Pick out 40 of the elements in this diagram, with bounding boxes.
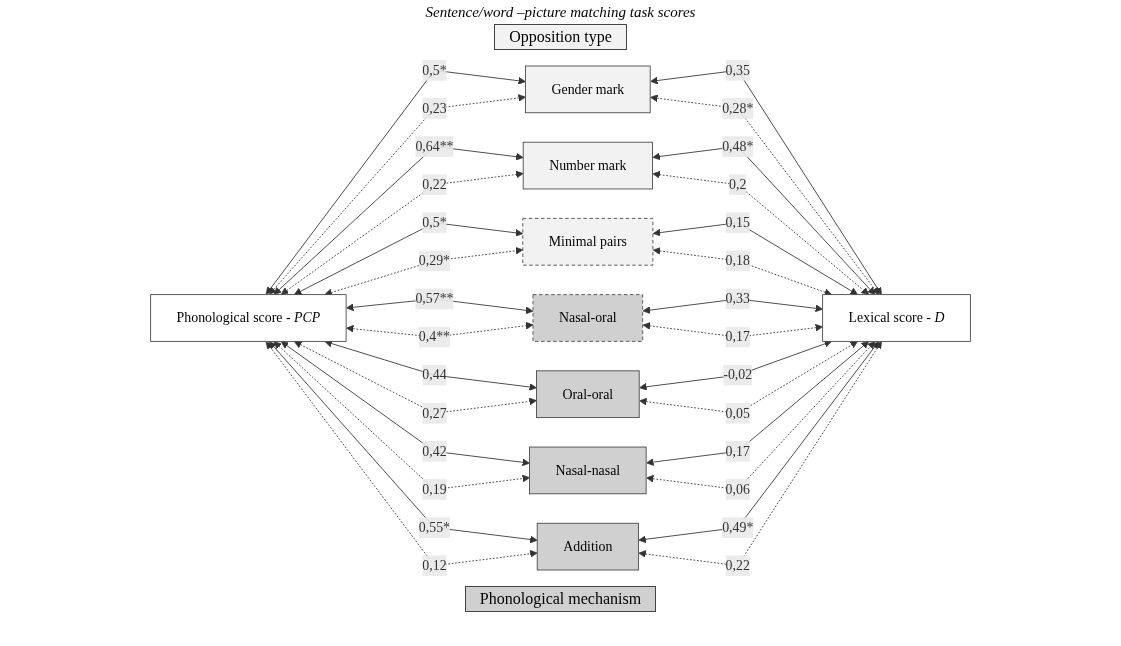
- edge-label: 0,17: [725, 443, 750, 459]
- edge-label: 0,64**: [415, 138, 454, 154]
- node-box: Minimal pairs: [522, 217, 654, 266]
- edge-label: 0,05: [725, 405, 750, 421]
- edge-label: 0,42: [422, 443, 447, 459]
- edge-label: 0,5*: [422, 62, 447, 78]
- edge-label: 0,06: [725, 481, 750, 497]
- edge-label: 0,48*: [722, 138, 754, 154]
- node-box: Lexical score - D: [822, 294, 971, 342]
- edge-label: 0,49*: [722, 519, 754, 535]
- node-box: Nasal-oral: [532, 294, 644, 342]
- edge-label: 0,15: [725, 214, 750, 230]
- edge-label: 0,27: [422, 405, 447, 421]
- node-box: Oral-oral: [536, 370, 640, 419]
- edge-label: 0,29*: [418, 253, 451, 268]
- node-box: Gender mark: [525, 65, 651, 114]
- category-box: Opposition type: [494, 24, 627, 50]
- edge-label: 0,19: [422, 481, 447, 497]
- edge-label: 0,55*: [418, 519, 451, 535]
- edge-label: 0,18: [725, 253, 750, 268]
- category-box: Phonological mechanism: [464, 586, 657, 612]
- edge-label: 0,23: [422, 100, 447, 116]
- edge-label: 0,22: [725, 557, 750, 573]
- edge-label: 0,12: [422, 557, 447, 573]
- node-box: Number mark: [522, 141, 653, 190]
- edge-label: 0,4**: [418, 329, 451, 344]
- node-box: Nasal-nasal: [529, 446, 647, 495]
- edge-label: 0,33: [725, 291, 750, 306]
- edge-label: 0,17: [725, 329, 750, 344]
- node-box: Addition: [536, 522, 639, 571]
- diagram-title: Sentence/word –picture matching task scores: [424, 4, 697, 21]
- edge-label: 0,2: [729, 176, 747, 192]
- edge-label: 0,22: [422, 176, 447, 192]
- node-box: Phonological score - PCP: [150, 294, 347, 342]
- edge-label: 0,57**: [415, 291, 454, 306]
- edge-label: 0,44: [422, 367, 447, 383]
- edge-label: 0,5*: [422, 214, 447, 230]
- edge-label: -0,02: [723, 367, 753, 383]
- edge-label: 0,28*: [722, 100, 754, 116]
- edge-label: 0,35: [725, 62, 750, 78]
